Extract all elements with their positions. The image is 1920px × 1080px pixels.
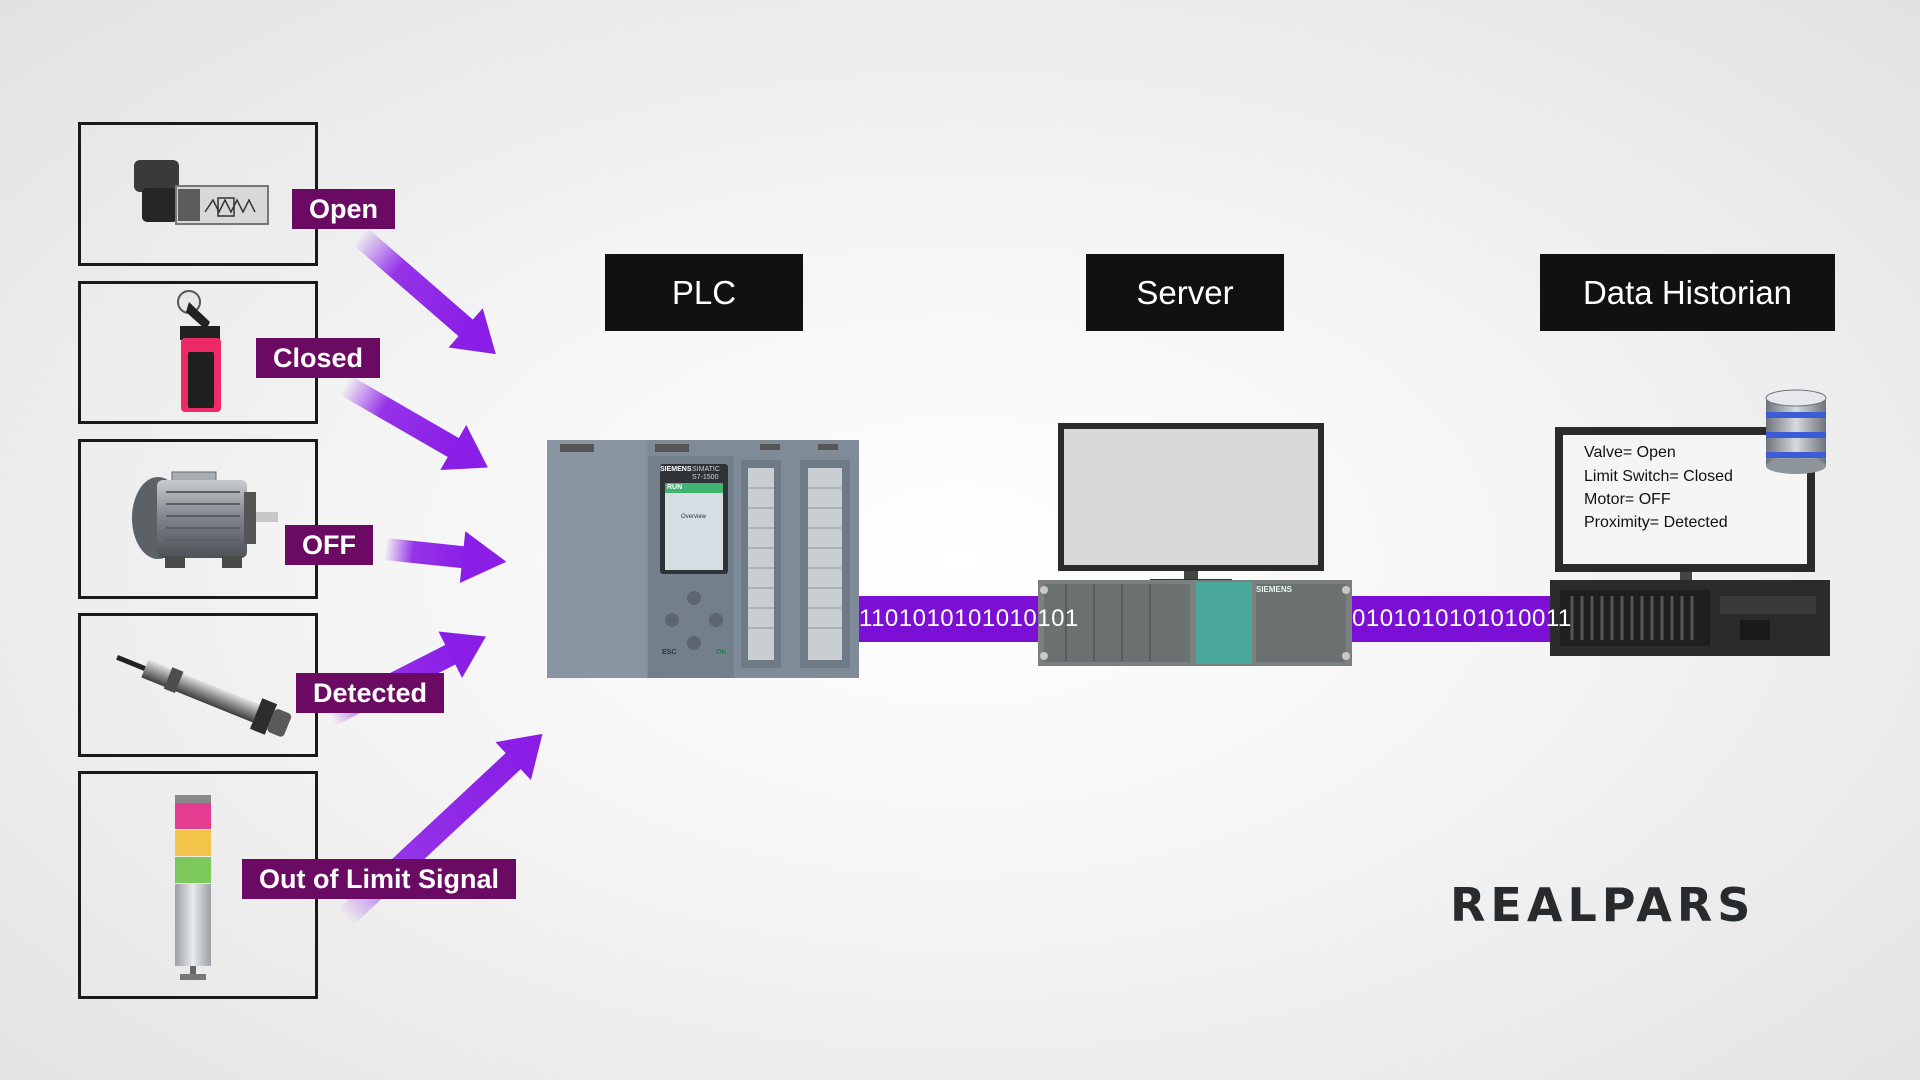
limit-switch-icon <box>177 290 221 412</box>
plc-hardware <box>547 440 859 678</box>
historian-line-limit-switch: Limit Switch= Closed <box>1584 468 1733 485</box>
device-box-valve <box>78 122 318 266</box>
historian-header: Data Historian <box>1540 254 1835 331</box>
plc-model: SIMATIC S7-1500 <box>692 466 720 481</box>
plc-screen-label: Overview <box>681 514 707 520</box>
arrow-motor <box>383 531 507 584</box>
data-link-server-historian: 0101010101010011 <box>1352 596 1571 642</box>
signal-arrows <box>325 227 543 927</box>
state-tag-limit-switch: Closed <box>256 338 381 378</box>
realpars-logo: REALPARS <box>1450 878 1756 932</box>
plc-brand: SIEMENS <box>660 466 692 473</box>
arrow-valve <box>352 227 496 355</box>
solenoid-valve-icon <box>134 160 269 225</box>
proximity-sensor-icon <box>116 655 292 737</box>
plc-status: RUN <box>667 484 683 491</box>
arrow-stack-light <box>337 733 543 927</box>
state-tag-valve: Open <box>292 189 396 229</box>
server-hardware <box>1038 423 1352 666</box>
state-tag-motor: OFF <box>285 525 373 565</box>
state-tag-stack-light: Out of Limit Signal <box>242 859 516 899</box>
data-link-plc-server: 1101010101010101 <box>859 596 1078 642</box>
server-brand: SIEMENS <box>1256 585 1293 594</box>
plc-esc-button[interactable]: ESC <box>662 649 677 656</box>
plc-header: PLC <box>605 254 803 331</box>
database-icon <box>1765 389 1827 474</box>
electric-motor-icon <box>132 471 278 568</box>
device-box-motor <box>78 439 318 599</box>
state-tag-proximity: Detected <box>296 673 445 713</box>
plc-ok-button[interactable]: OK <box>716 649 727 656</box>
historian-line-proximity: Proximity= Detected <box>1584 514 1728 531</box>
historian-line-valve: Valve= Open <box>1584 444 1676 461</box>
plc-button-cluster <box>665 591 723 650</box>
stack-light-icon <box>175 795 211 980</box>
device-box-proximity <box>78 613 318 757</box>
arrow-limit-switch <box>339 375 488 471</box>
server-header: Server <box>1086 254 1284 331</box>
historian-line-motor: Motor= OFF <box>1584 491 1671 508</box>
